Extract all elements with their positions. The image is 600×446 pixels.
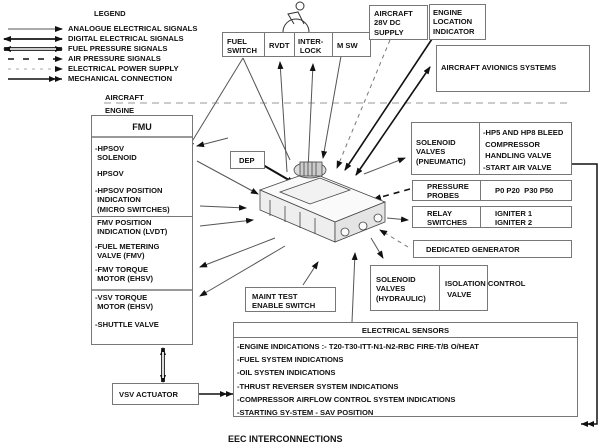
aircraft-avionics-systems-box: AIRCRAFT AVIONICS SYSTEMS (436, 45, 590, 92)
sensor-item: -COMPRESSOR AIRFLOW CONTROL SYSTEM INDIC… (237, 394, 456, 404)
legend-item-digital: DIGITAL ELECTRICAL SIGNALS (68, 34, 184, 43)
vsv-actuator-label: VSV ACTUATOR (119, 390, 178, 399)
location-indicator-line-1: ENGINE (433, 8, 463, 17)
sensor-item: -ENGINE INDICATIONS :- T20-T30-ITT-N1-N2… (237, 342, 479, 351)
cockpit-switch-panel: FUEL SWITCH RVDT INTER- LOCK M SW (222, 32, 371, 57)
sensor-item: -OIL SYSTEN INDICATIONS (237, 368, 336, 378)
pneumatic-items: -HP5 AND HP8 BLEED COMPRESSOR HANDLING V… (483, 128, 564, 172)
maint-switch-line-2: ENABLE SWITCH (252, 301, 316, 311)
fmu-item-shuttle-valve: -SHUTTLE VALVE (95, 320, 159, 329)
avionics-label: AIRCRAFT AVIONICS SYSTEMS (441, 63, 557, 72)
hydraulic-items: ISOLATION CONTROL VALVE (445, 279, 526, 299)
m-sw-label: M SW (337, 41, 358, 50)
electrical-sensors-box: ELECTRICAL SENSORS -ENGINE INDICATIONS :… (233, 322, 578, 417)
sensors-list: -ENGINE INDICATIONS :- T20-T30-ITT-N1-N2… (237, 340, 479, 419)
zone-label-engine: ENGINE (105, 106, 135, 115)
sensor-item: -FUEL SYSTEM INDICATIONS (237, 355, 344, 365)
fmu-item-fuel-metering-valve: -FUEL METERING VALVE (FMV) (95, 242, 160, 261)
legend-item-analogue: ANALOGUE ELECTRICAL SIGNALS (68, 24, 198, 33)
sensor-item: -THRUST REVERSER SYSTEM INDICATIONS (237, 381, 399, 391)
eec-unit-icon (258, 161, 387, 243)
zone-label-aircraft: AIRCRAFT (105, 93, 144, 102)
interlock-label: INTER- LOCK (298, 37, 324, 56)
fmu-item-fmv-torque-motor: -FMV TORQUE MOTOR (EHSV) (95, 265, 154, 284)
maint-switch-line-1: MAINT TEST (252, 292, 298, 301)
legend-item-mechanical: MECHANICAL CONNECTION (68, 74, 173, 83)
power-supply-line-3: SUPPLY (374, 27, 404, 37)
sensors-title: ELECTRICAL SENSORS (361, 326, 450, 335)
fmu-box: FMU -HPSOV SOLENOID HPSOV -HPSOV POSITIO… (91, 115, 193, 345)
diagram-caption: EEC INTERCONNECTIONS (228, 434, 343, 444)
fmu-item-hpsov-solenoid: -HPSOV SOLENOID (95, 144, 137, 163)
maint-test-enable-switch-box: MAINT TEST ENABLE SWITCH (245, 287, 336, 312)
fmu-title: FMU (132, 122, 152, 132)
fmu-item-hpsov: HPSOV (95, 169, 124, 178)
power-supply-line-1: AIRCRAFT (374, 9, 413, 18)
fmu-item-hpsov-position: -HPSOV POSITION INDICATION (MICRO SWITCH… (95, 186, 170, 214)
dep-label: DEP (239, 156, 255, 165)
legend-item-fuel: FUEL PRESSURE SIGNALS (68, 44, 168, 53)
fmu-item-fmv-position: FMV POSITION INDICATION (LVDT) (95, 218, 168, 237)
rvdt-label: RVDT (269, 41, 290, 50)
legend-samples (3, 26, 63, 82)
location-indicator-line-2: LOCATION (433, 17, 473, 27)
aircraft-28v-dc-supply-box: AIRCRAFT 28V DC SUPPLY (369, 5, 428, 40)
generator-label: DEDICATED GENERATOR (426, 245, 520, 254)
legend-title: LEGEND (94, 9, 126, 18)
dedicated-generator-box: DEDICATED GENERATOR (413, 240, 572, 258)
fuel-switch-label: FUEL SWITCH (227, 37, 257, 56)
sensor-item: -STARTING SY-STEM - SAV POSITION (237, 408, 374, 418)
legend-item-air: AIR PRESSURE SIGNALS (68, 54, 161, 63)
location-indicator-line-3: INDICATOR (433, 26, 475, 36)
power-supply-line-2: 28V DC (374, 18, 401, 28)
engine-location-indicator-box: ENGINE LOCATION INDICATOR (429, 4, 486, 40)
pressure-probes-value: P0 P20 P30 P50 (495, 186, 554, 195)
fmu-item-vsv-torque-motor: -VSV TORQUE MOTOR (EHSV) (95, 293, 154, 312)
legend-item-power: ELECTRICAL POWER SUPPLY (68, 64, 179, 73)
vsv-actuator-box: VSV ACTUATOR (112, 383, 199, 405)
throttle-lever-icon (282, 1, 310, 33)
dep-box: DEP (230, 151, 265, 169)
